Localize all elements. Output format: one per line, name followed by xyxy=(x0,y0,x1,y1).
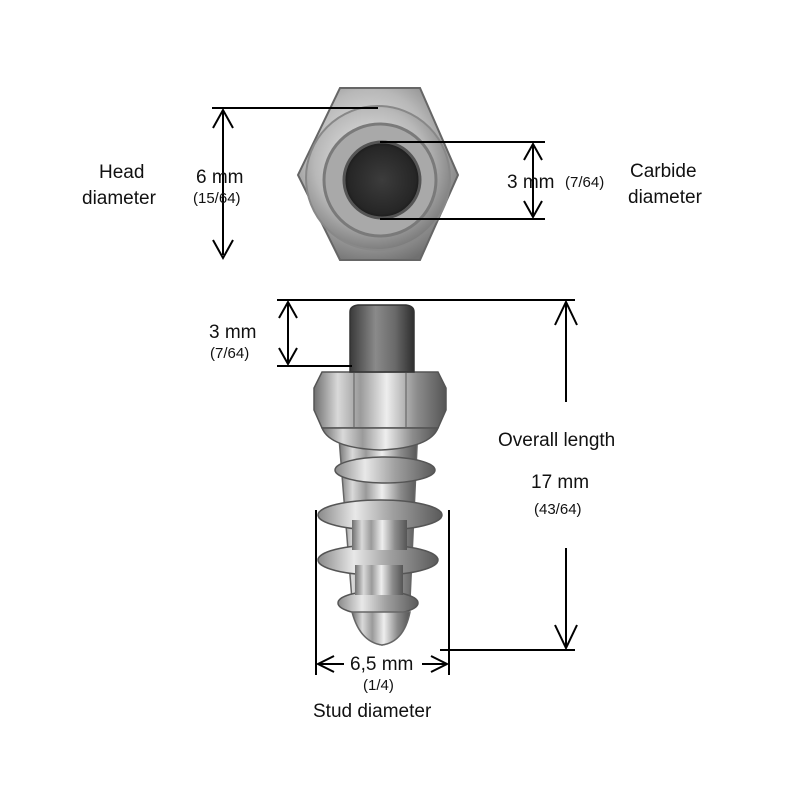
head-inch: (15/64) xyxy=(193,190,241,207)
head-label-line1: Head xyxy=(99,162,145,183)
overall-mm: 17 mm xyxy=(531,472,590,493)
head-diameter-dimension xyxy=(212,107,378,261)
carbide-diameter-dimension xyxy=(380,141,545,220)
tip-mm: 3 mm xyxy=(209,322,257,343)
overall-label: Overall length xyxy=(498,430,616,451)
carbide-pin-side xyxy=(349,304,415,373)
head-label-line2: diameter xyxy=(82,188,156,209)
core-3 xyxy=(355,565,403,595)
screw-tip xyxy=(351,611,411,646)
stud-mm: 6,5 mm xyxy=(350,654,414,675)
carbide-arrow-down xyxy=(523,200,543,220)
carbide-label-line2: diameter xyxy=(628,187,702,208)
overall-inch: (43/64) xyxy=(534,501,582,518)
carbide-inch: (7/64) xyxy=(565,174,605,191)
stud-side-view xyxy=(313,304,447,646)
tip-height-dimension xyxy=(277,299,575,367)
stud-inch: (1/4) xyxy=(363,677,394,694)
carbide-arrow-up xyxy=(523,141,543,161)
tip-inch: (7/64) xyxy=(210,345,250,362)
stud-top-view xyxy=(296,87,460,261)
tip-arrow-down xyxy=(278,347,298,367)
tip-arrow-up xyxy=(278,299,298,319)
thread-1 xyxy=(334,456,436,484)
carbide-mm: 3 mm xyxy=(507,172,555,193)
overall-arrow-up xyxy=(554,299,578,326)
carbide-label-line1: Carbide xyxy=(630,161,697,182)
head-mm: 6 mm xyxy=(196,167,244,188)
overall-arrow-down xyxy=(554,624,578,651)
head-arrow-down xyxy=(212,239,234,261)
collar-bottom xyxy=(320,427,440,451)
core-2 xyxy=(352,520,407,550)
carbide-pin-top xyxy=(342,140,422,220)
head-arrow-up xyxy=(212,107,234,129)
overall-length-dimension xyxy=(440,299,578,651)
stud-arrow-right xyxy=(430,655,450,673)
stud-label: Stud diameter xyxy=(313,701,432,722)
hex-collar xyxy=(313,371,447,429)
stud-arrow-left xyxy=(315,655,335,673)
stud-diameter-dimension xyxy=(315,510,450,675)
